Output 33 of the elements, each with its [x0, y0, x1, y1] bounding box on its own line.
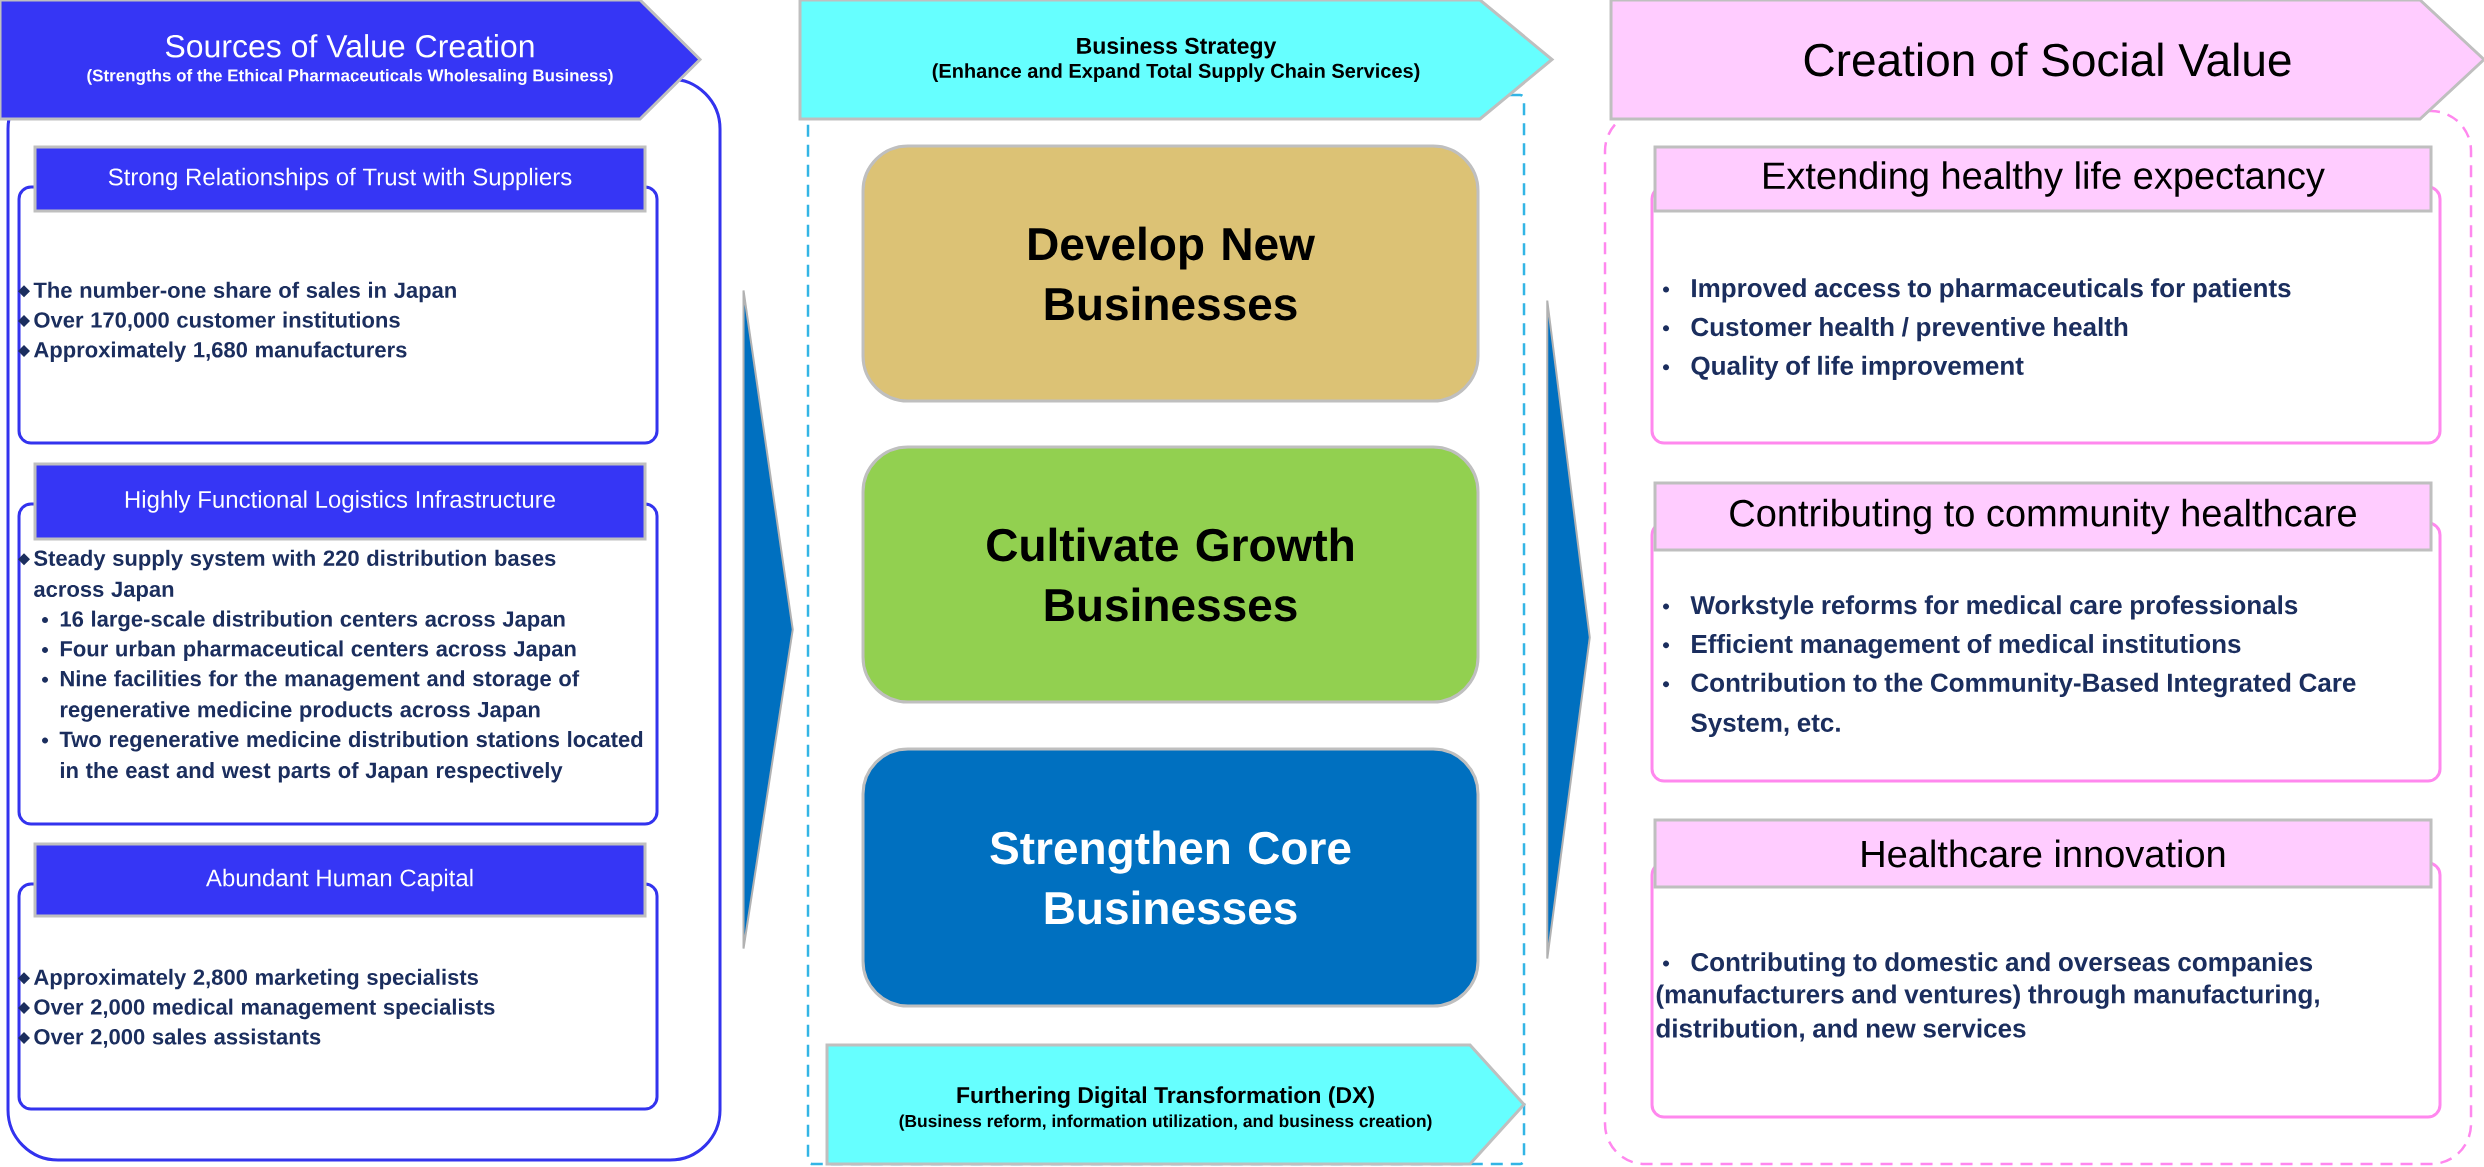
- card-header: Healthcare innovation: [1653, 818, 2433, 889]
- card-header: Abundant Human Capital: [33, 842, 647, 918]
- rounded-box: Cultivate Growth Businesses: [861, 445, 1480, 704]
- list-item: Contributing to domestic and overseas companies (manufacturers and ventures) through manufacturing, distribution, and new services: [1656, 952, 2319, 1042]
- card-header: Contributing to community healthcare: [1653, 481, 2433, 552]
- list-item: Over 2,000 medical management specialists: [18, 998, 495, 1020]
- list-item: The number-one share of sales in Japan: [18, 281, 456, 303]
- heading-banner: Sources of Value Creation (Strengths of the Ethical Pharmaceuticals Wholesaling Business): [0, 0, 703, 121]
- list-item: Over 2,000 sales assistants: [18, 1028, 321, 1048]
- list-item: Quality of life improvement: [1663, 355, 2024, 381]
- list-item: Approximately 1,680 manufacturers: [18, 341, 407, 362]
- list-item: Two regenerative medicine distribution stations located in the east and west parts of Japan respectively: [42, 731, 643, 783]
- list-item: Four urban pharmaceutical centers across Japan: [42, 640, 576, 661]
- list-item: Steady supply system with 220 distribution bases across Japan: [18, 549, 556, 602]
- list-item: 16 large-scale distribution centers across Japan: [42, 610, 565, 632]
- card-header: Strong Relationships of Trust with Suppliers: [33, 145, 647, 213]
- card-header: Extending healthy life expectancy: [1653, 145, 2433, 213]
- heading-banner: Furthering Digital Transformation (DX) (Business reform, information utilization, and business creation): [825, 1043, 1527, 1166]
- card-header: Highly Functional Logistics Infrastructure: [33, 462, 647, 541]
- rounded-box: Strengthen Core Businesses: [861, 747, 1480, 1008]
- chevron-arrow: [1546, 299, 1591, 960]
- rounded-box: Develop New Businesses: [861, 144, 1480, 403]
- list-item: Customer health / preventive health: [1663, 317, 2128, 342]
- list-item: Over 170,000 customer institutions: [18, 311, 400, 331]
- heading-banner: Creation of Social Value: [1609, 0, 2484, 121]
- heading-banner: Business Strategy (Enhance and Expand Total Supply Chain Services): [798, 0, 1555, 121]
- list-item: Improved access to pharmaceuticals for patients: [1663, 278, 2291, 303]
- list-item: Nine facilities for the management and storage of regenerative medicine products across Japan: [42, 670, 580, 722]
- list-item: Contribution to the Community-Based Integrated Care System, etc.: [1663, 672, 2356, 738]
- list-item: Workstyle reforms for medical care professionals: [1663, 595, 2298, 620]
- list-item: Approximately 2,800 marketing specialists: [18, 968, 478, 990]
- list-item: Efficient management of medical institutions: [1663, 634, 2241, 659]
- chevron-arrow: [742, 289, 794, 950]
